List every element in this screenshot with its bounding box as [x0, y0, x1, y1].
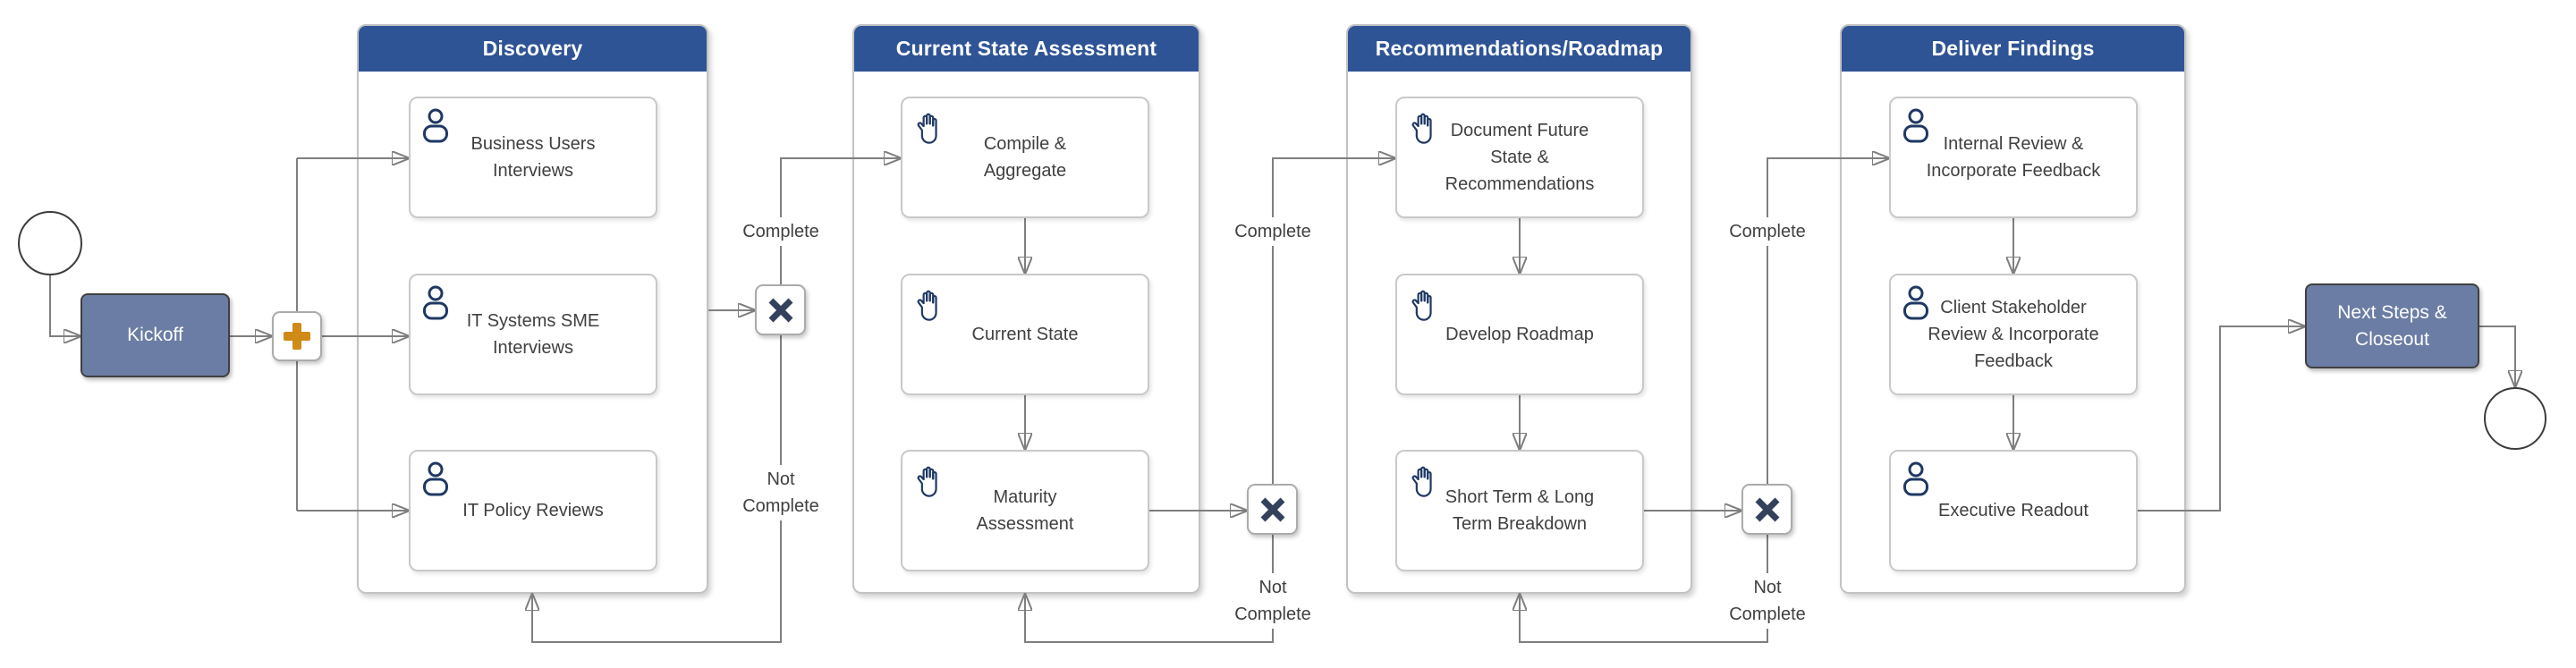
task-maturity-assessment: Maturity Assessment	[901, 450, 1149, 571]
lane-discovery-title: Discovery	[359, 26, 707, 72]
task-short-long-term-breakdown: Short Term & Long Term Breakdown	[1395, 450, 1644, 571]
end-event-circle	[2484, 387, 2546, 450]
task-executive-readout: Executive Readout	[1889, 450, 2138, 571]
hand-icon	[1411, 290, 1432, 321]
person-icon	[423, 461, 448, 496]
kickoff-box: Kickoff	[80, 293, 230, 377]
exclusive-gateway-discovery	[755, 284, 806, 335]
task-label: IT Policy Reviews	[462, 501, 604, 520]
exclusive-gateway-current-state	[1247, 484, 1298, 535]
flow-start-to-kickoff	[49, 275, 80, 336]
lane-recommendations-roadmap-title: Recommendations/Roadmap	[1348, 26, 1690, 72]
task-business-users-interviews: Business Users Interviews	[409, 97, 657, 218]
lane-current-state-assessment-title: Current State Assessment	[854, 26, 1199, 72]
person-icon	[423, 108, 448, 143]
task-label: IT Systems SME Interviews	[466, 311, 600, 358]
hand-icon	[917, 466, 937, 497]
hand-icon	[1411, 466, 1432, 497]
hand-icon	[917, 113, 937, 144]
task-label: Internal Review & Incorporate Feedback	[1926, 134, 2101, 181]
person-icon	[1903, 285, 1928, 320]
flow-next-steps-to-end	[2479, 326, 2515, 387]
x-gateway-icon	[768, 298, 792, 322]
exclusive-gateway-recommendations	[1741, 484, 1792, 535]
task-document-future-state: Document Future State & Recommendations	[1395, 97, 1644, 218]
task-label: Client Stakeholder Review & Incorporate …	[1928, 298, 2099, 371]
task-label: Short Term & Long Term Breakdown	[1445, 487, 1595, 534]
parallel-gateway	[272, 311, 322, 361]
complete-label-1: Complete	[723, 217, 839, 246]
person-icon	[1903, 108, 1928, 143]
task-develop-roadmap: Develop Roadmap	[1395, 274, 1644, 395]
start-event-circle	[18, 211, 82, 275]
lane-deliver-findings-title: Deliver Findings	[1842, 26, 2184, 72]
next-steps-closeout-box: Next Steps & Closeout	[2305, 283, 2479, 368]
task-label: Business Users Interviews	[470, 134, 596, 181]
task-it-systems-sme-interviews: IT Systems SME Interviews	[409, 274, 657, 395]
not-complete-label-3: Not Complete	[1709, 573, 1826, 629]
task-label: Document Future State & Recommendations	[1445, 121, 1595, 194]
hand-icon	[1411, 113, 1432, 144]
x-gateway-icon	[1755, 497, 1779, 521]
hand-icon	[917, 290, 937, 321]
person-icon	[423, 285, 448, 320]
plus-gateway-icon	[284, 323, 310, 350]
not-complete-label-2: Not Complete	[1215, 573, 1331, 629]
task-compile-aggregate: Compile & Aggregate	[901, 97, 1149, 218]
task-label: Current State	[971, 325, 1079, 344]
task-it-policy-reviews: IT Policy Reviews	[409, 450, 657, 571]
complete-label-2: Complete	[1215, 217, 1331, 246]
kickoff-label: Kickoff	[127, 325, 183, 345]
task-label: Develop Roadmap	[1445, 325, 1594, 344]
person-icon	[1903, 461, 1928, 496]
task-internal-review-feedback: Internal Review & Incorporate Feedback	[1889, 97, 2138, 218]
x-gateway-icon	[1260, 497, 1284, 521]
task-current-state: Current State	[901, 274, 1149, 395]
next-steps-closeout-label: Next Steps & Closeout	[2337, 301, 2447, 350]
task-label: Compile & Aggregate	[983, 134, 1067, 181]
task-label: Executive Readout	[1938, 501, 2089, 520]
task-client-stakeholder-review: Client Stakeholder Review & Incorporate …	[1889, 274, 2138, 395]
task-label: Maturity Assessment	[976, 487, 1074, 534]
not-complete-label-1: Not Complete	[723, 465, 839, 520]
complete-label-3: Complete	[1709, 217, 1826, 246]
